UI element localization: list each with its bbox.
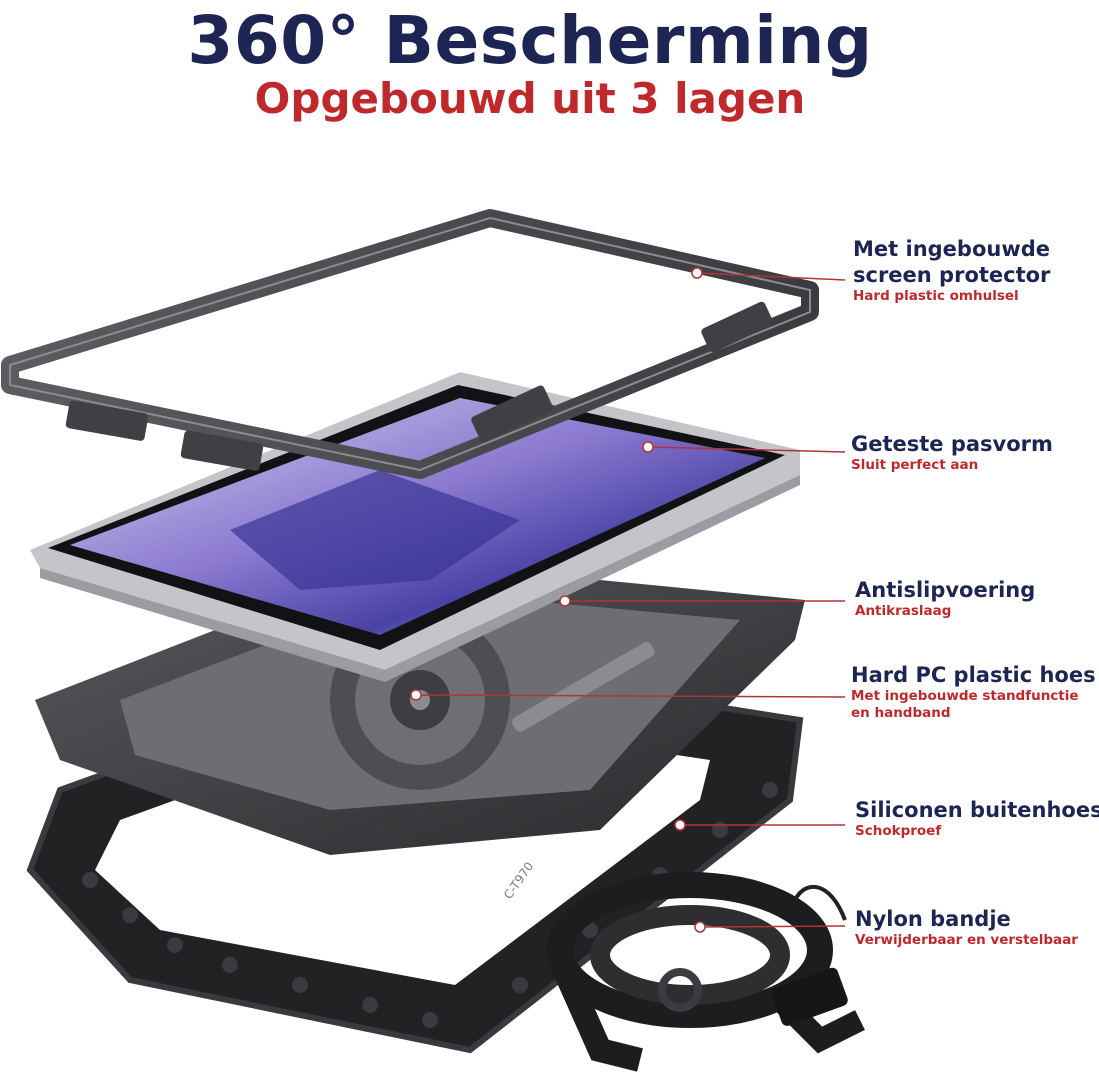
callout-subtitle: Hard plastic omhulsel	[853, 288, 1019, 304]
callout-fit: Geteste pasvorm Sluit perfect aan	[851, 431, 1053, 474]
callout-dot-1	[691, 267, 703, 279]
callout-screen-protector: Met ingebouwde screen protector Hard pla…	[853, 236, 1050, 305]
callout-hard-pc-case: Hard PC plastic hoes Met ingebouwde stan…	[851, 662, 1096, 722]
callout-title-line: Hard PC plastic hoes	[851, 663, 1096, 687]
callout-dot-4	[410, 689, 422, 701]
callout-subtitle: en handband	[851, 705, 951, 721]
callout-title-line: Antislipvoering	[855, 578, 1036, 602]
callout-antislip: Antislipvoering Antikraslaag	[855, 577, 1035, 620]
callout-dot-6	[694, 921, 706, 933]
callout-nylon-strap: Nylon bandje Verwijderbaar en verstelbaa…	[855, 906, 1078, 949]
callout-silicone: Siliconen buitenhoes Schokproef	[855, 797, 1099, 840]
callout-dot-5	[674, 819, 686, 831]
nylon-strap	[547, 872, 865, 1072]
callout-subtitle: Met ingebouwde standfunctie	[851, 688, 1079, 704]
callout-subtitle: Verwijderbaar en verstelbaar	[855, 932, 1078, 948]
page-subtitle: Opgebouwd uit 3 lagen	[254, 74, 806, 123]
callout-subtitle: Sluit perfect aan	[851, 457, 979, 473]
tablet-layer	[30, 372, 800, 682]
callout-subtitle: Schokproef	[855, 823, 942, 839]
callout-title-line: Siliconen buitenhoes	[855, 798, 1099, 822]
callout-title-line: Geteste pasvorm	[851, 432, 1053, 456]
page-title: 360° Bescherming	[187, 2, 873, 79]
callout-title-line: Nylon bandje	[855, 907, 1011, 931]
callout-leaders	[410, 267, 846, 933]
callout-subtitle: Antikraslaag	[855, 603, 952, 619]
callout-title-line: screen protector	[853, 263, 1051, 287]
callout-title-line: Met ingebouwde	[853, 237, 1050, 261]
screen-protector-frame-layer	[1, 209, 819, 479]
callout-dot-3	[559, 595, 571, 607]
callout-dot-2	[642, 441, 654, 453]
